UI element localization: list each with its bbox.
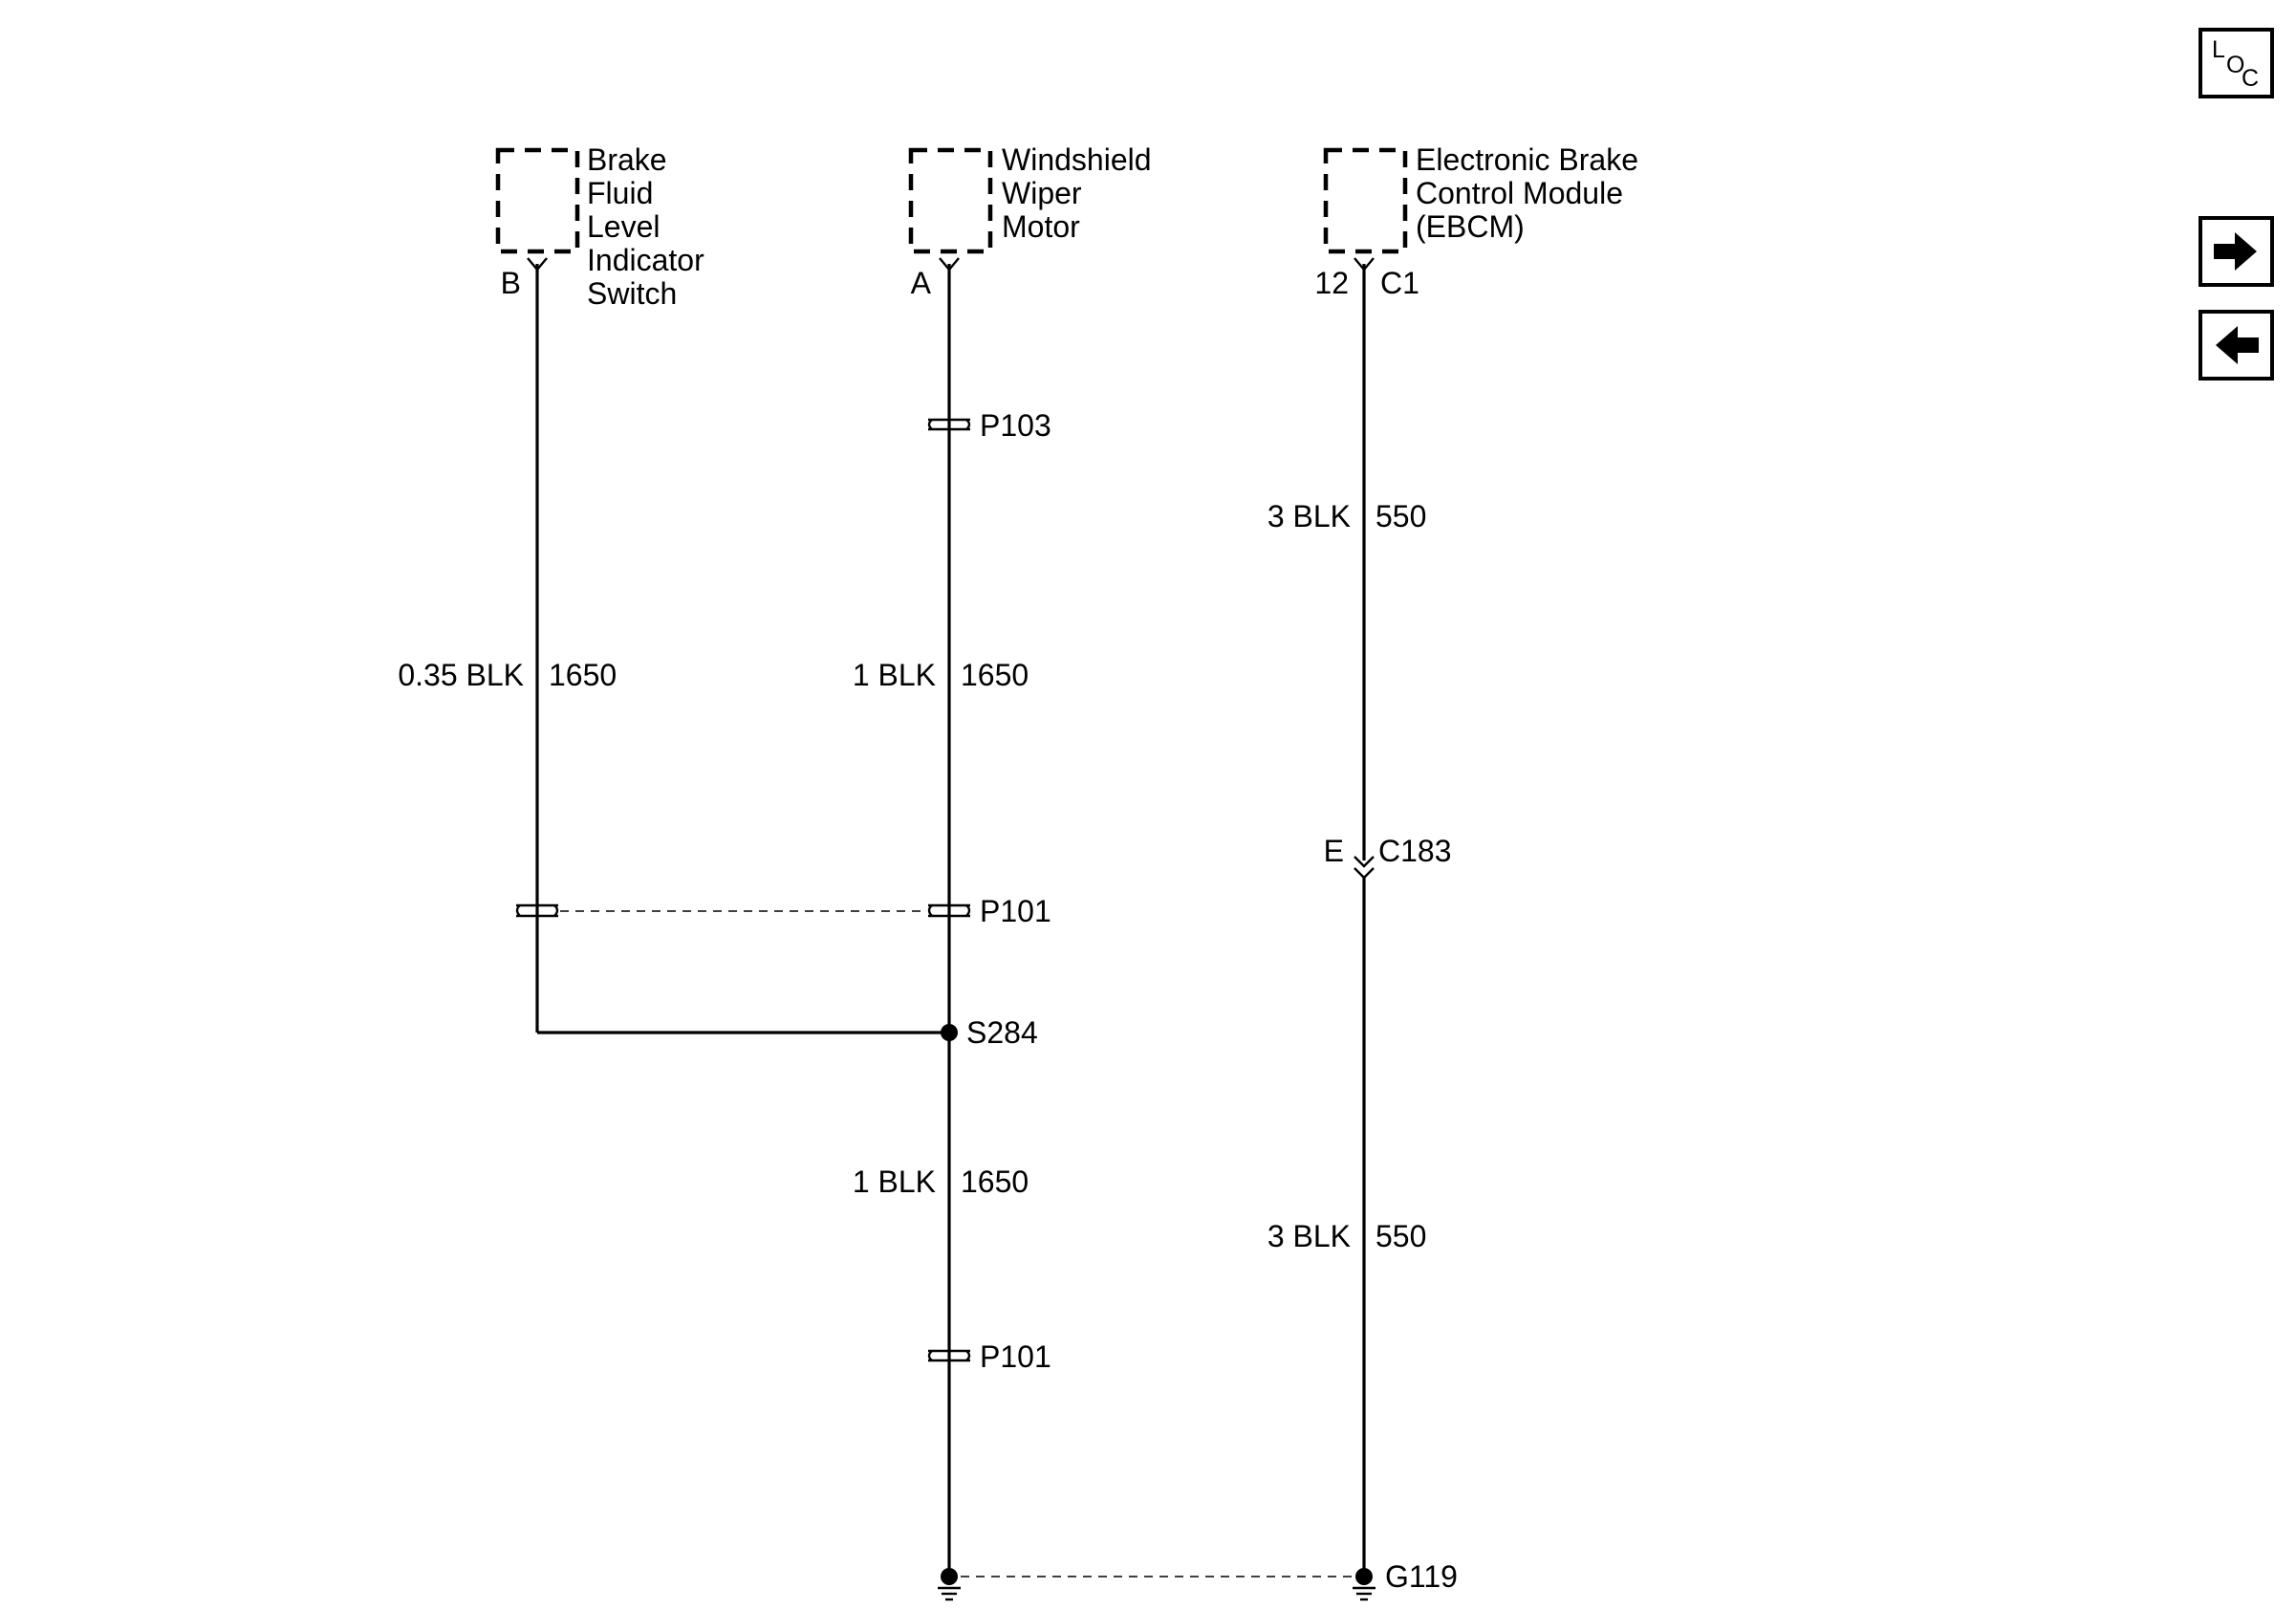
wiper-motor-pin: A xyxy=(911,266,932,300)
brake-switch-pin: B xyxy=(501,266,521,300)
brake-switch-label-line: Brake xyxy=(587,142,667,177)
right-lower-wire-size-color: 3 BLK xyxy=(1267,1219,1351,1253)
g119-label: G119 xyxy=(1385,1559,1458,1594)
ground-icon xyxy=(1353,1568,1375,1601)
middle-lower-wire-circuit: 1650 xyxy=(961,1164,1029,1199)
c183-connector-icon xyxy=(1354,856,1375,880)
p101-connector-icon xyxy=(927,903,971,918)
middle-upper-wire-size-color: 1 BLK xyxy=(853,658,936,692)
wiper-motor-box xyxy=(908,147,993,254)
loc-button[interactable]: L O C xyxy=(2199,28,2274,98)
c183-label: C183 xyxy=(1378,834,1452,868)
s284-splice-dot xyxy=(941,1024,958,1041)
brake-switch-box xyxy=(495,147,580,254)
forward-button[interactable] xyxy=(2199,216,2274,287)
left-wire-circuit: 1650 xyxy=(549,658,617,692)
brake-switch-label-line: Switch xyxy=(587,276,677,311)
loc-letter: L xyxy=(2212,36,2225,63)
p101-connector-icon xyxy=(515,903,559,918)
brake-switch-label: Brake Fluid Level Indicator Switch xyxy=(587,142,713,311)
ebcm-connector: C1 xyxy=(1380,266,1419,300)
loc-letter: O xyxy=(2226,52,2244,78)
p103-connector-icon xyxy=(927,418,971,431)
p101-lower-label: P101 xyxy=(980,1339,1051,1374)
middle-lower-wire-size-color: 1 BLK xyxy=(853,1164,936,1199)
arrow-left-icon xyxy=(2216,326,2259,364)
arrow-right-icon xyxy=(2214,232,2257,271)
ebcm-pin: 12 xyxy=(1314,266,1349,300)
right-upper-wire-circuit: 550 xyxy=(1375,499,1426,533)
c183-pin: E xyxy=(1324,834,1344,868)
ebcm-box xyxy=(1323,147,1408,254)
ebcm-label-line: Control Module xyxy=(1416,176,1623,210)
back-button[interactable] xyxy=(2199,310,2274,381)
loc-letter: C xyxy=(2242,65,2259,92)
ebcm-label-line: (EBCM) xyxy=(1416,209,1525,244)
loc-icon: L O C xyxy=(2212,36,2259,92)
wiper-motor-label-line: Motor xyxy=(1002,209,1080,244)
brake-switch-label-line: Indicator xyxy=(587,243,704,277)
brake-switch-label-line: Level xyxy=(587,209,661,244)
p101-lower-connector-icon xyxy=(927,1349,971,1362)
ground-icon xyxy=(938,1568,961,1601)
middle-upper-wire-circuit: 1650 xyxy=(961,658,1029,692)
right-lower-wire-circuit: 550 xyxy=(1375,1219,1426,1253)
brake-switch-label-line: Fluid xyxy=(587,176,653,210)
p103-label: P103 xyxy=(980,408,1051,443)
right-upper-wire-size-color: 3 BLK xyxy=(1267,499,1351,533)
ebcm-label-line: Electronic Brake xyxy=(1416,142,1638,177)
ebcm-label: Electronic Brake Control Module (EBCM) xyxy=(1416,142,1647,244)
wiper-motor-label: Windshield Wiper Motor xyxy=(1002,142,1159,244)
p101-upper-label: P101 xyxy=(980,894,1051,928)
left-wire-size-color: 0.35 BLK xyxy=(398,658,524,692)
s284-label: S284 xyxy=(966,1015,1038,1050)
wiper-motor-label-line: Wiper xyxy=(1002,176,1082,210)
wiper-motor-label-line: Windshield xyxy=(1002,142,1152,177)
